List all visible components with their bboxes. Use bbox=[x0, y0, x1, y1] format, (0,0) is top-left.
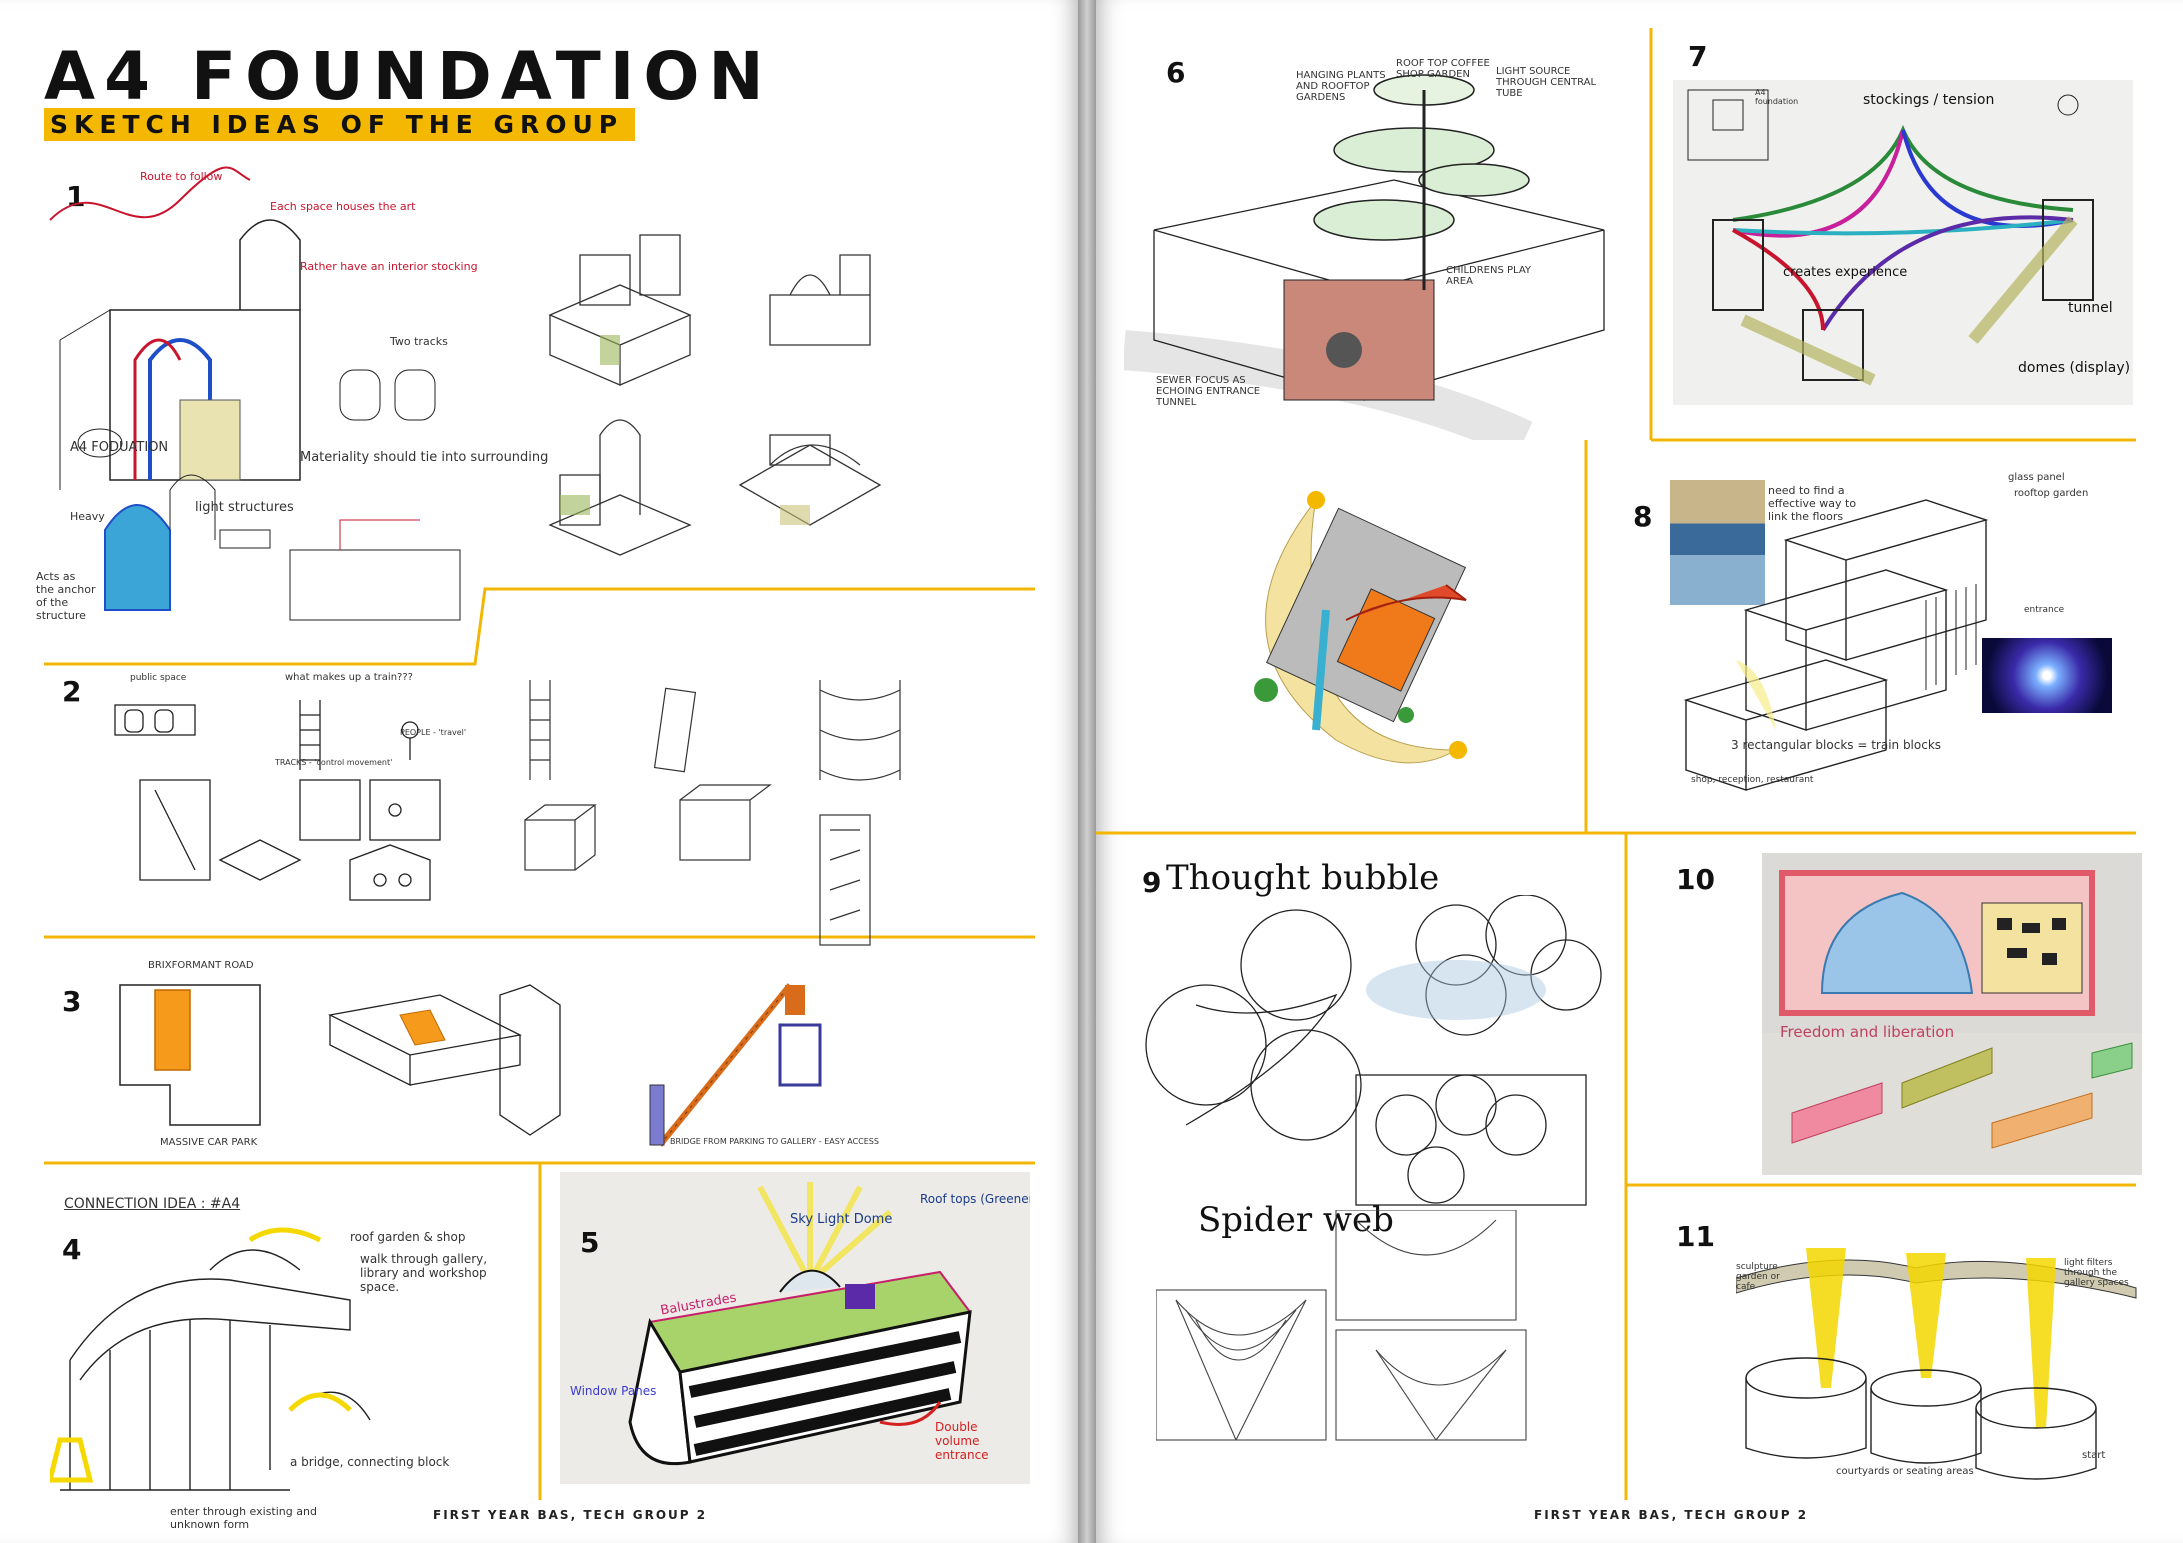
note-roof-tops: Roof tops (Greenery) bbox=[920, 1192, 1030, 1206]
book-gutter bbox=[1078, 0, 1096, 1543]
sketch-3-bridge bbox=[649, 983, 822, 1147]
note-double-volume: Double volume entrance bbox=[935, 1420, 989, 1462]
note-walk: walk through gallery, library and worksh… bbox=[360, 1252, 488, 1294]
panel-number-2: 2 bbox=[62, 675, 82, 708]
note-stockings: stockings / tension bbox=[1863, 92, 1995, 108]
note-light: light structures bbox=[195, 500, 294, 515]
right-dividers bbox=[1096, 28, 2136, 1500]
note-creates: creates experience bbox=[1783, 265, 1908, 280]
note-need: need to find a effective way to link the… bbox=[1768, 484, 1857, 523]
note-roof: roof garden & shop bbox=[350, 1230, 466, 1244]
sketch-1-main bbox=[49, 166, 461, 621]
note-skylight: Sky Light Dome bbox=[790, 1212, 893, 1227]
panel-number-4: 4 bbox=[62, 1233, 82, 1266]
note-hanging: HANGING PLANTS AND ROOFTOP GARDENS bbox=[1296, 70, 1386, 103]
panel-number-7: 7 bbox=[1688, 40, 1708, 73]
label-thought-bubble: Thought bubble bbox=[1166, 858, 1440, 898]
sketch-5-building bbox=[628, 1182, 972, 1466]
note-bridge-connect: a bridge, connecting block bbox=[290, 1455, 450, 1469]
panel-number-8: 8 bbox=[1633, 500, 1653, 533]
note-bridge: BRIDGE FROM PARKING TO GALLERY - EASY AC… bbox=[670, 1137, 879, 1146]
sketch-2-notes bbox=[524, 680, 901, 946]
sketch-11-cones bbox=[1736, 1248, 2137, 1480]
note-tunnel: tunnel bbox=[2068, 300, 2113, 316]
note-two-tracks: Two tracks bbox=[390, 335, 448, 348]
page-subtitle: SKETCH IDEAS OF THE GROUP bbox=[44, 108, 636, 141]
note-people: PEOPLE - 'travel' bbox=[400, 728, 467, 737]
note-freedom: Freedom and liberation bbox=[1780, 1023, 1955, 1041]
note-a4-foundation-7: A4 foundation bbox=[1755, 88, 1799, 106]
note-sewer: SEWER FOCUS AS ECHOING ENTRANCE TUNNEL bbox=[1156, 375, 1261, 408]
note-a4-foduation: A4 FODUATION bbox=[70, 440, 169, 455]
note-route: Route to follow bbox=[140, 170, 223, 183]
footer-right: FIRST YEAR BAS, TECH GROUP 2 bbox=[1534, 1508, 1809, 1522]
panel-number-5: 5 bbox=[580, 1226, 600, 1259]
panel-number-3: 3 bbox=[62, 985, 82, 1018]
note-courtyards: courtyards or seating areas bbox=[1836, 1466, 1974, 1477]
sketch-6-tower bbox=[1124, 74, 1605, 440]
sketch-7-tension bbox=[1687, 89, 2094, 386]
sketch-8-blocks bbox=[1683, 499, 1989, 791]
sketch-9-web bbox=[1156, 1210, 1527, 1441]
note-connection: CONNECTION IDEA : #A4 bbox=[64, 1196, 241, 1212]
note-entrance: entrance bbox=[2024, 605, 2065, 615]
note-start: start bbox=[2082, 1450, 2106, 1461]
photo-8-interior bbox=[1670, 480, 1765, 605]
left-page: A4 FOUNDATION SKETCH IDEAS OF THE GROUP … bbox=[0, 0, 1078, 1543]
note-rooftop-coffee: ROOF TOP COFFEE SHOP GARDEN bbox=[1396, 58, 1490, 80]
note-light-source: LIGHT SOURCE THROUGH CENTRAL TUBE bbox=[1496, 66, 1597, 99]
note-carpark: MASSIVE CAR PARK bbox=[160, 1137, 258, 1148]
note-material: Materiality should tie into surrounding bbox=[300, 450, 549, 465]
note-rooftop-garden: rooftop garden bbox=[2014, 488, 2089, 499]
label-spider-web: Spider web bbox=[1198, 1200, 1394, 1240]
panel-number-6: 6 bbox=[1166, 56, 1186, 89]
note-children: CHILDRENS PLAY AREA bbox=[1446, 265, 1531, 287]
note-heavy: Heavy bbox=[70, 510, 105, 523]
panel-number-9: 9 bbox=[1142, 866, 1162, 899]
sketch-4-building bbox=[50, 1227, 371, 1491]
panel-number-11: 11 bbox=[1676, 1220, 1715, 1253]
photo-8-tunnel bbox=[1982, 638, 2112, 713]
note-enter: enter through existing and unknown form bbox=[170, 1505, 317, 1531]
sketch-2-train bbox=[114, 700, 441, 901]
note-domes: domes (display) bbox=[2018, 360, 2131, 376]
photo-5: Sky Light Dome Roof tops (Greenery) Balu… bbox=[560, 1172, 1030, 1484]
note-3-blocks: 3 rectangular blocks = train blocks bbox=[1731, 738, 1942, 752]
footer-left: FIRST YEAR BAS, TECH GROUP 2 bbox=[433, 1508, 708, 1522]
note-light-filters: light filters through the gallery spaces bbox=[2064, 1258, 2129, 1288]
note-road: BRIXFORMANT ROAD bbox=[148, 960, 254, 971]
right-page: 6 HANGING PLANTS AND ROOFTOP GARDENS ROO… bbox=[1096, 0, 2183, 1543]
note-shop: shop, reception, restaurant bbox=[1691, 775, 1814, 785]
panel-number-10: 10 bbox=[1676, 863, 1715, 896]
sketch-3-site bbox=[119, 984, 561, 1136]
page-title: A4 FOUNDATION bbox=[44, 38, 773, 115]
sketch-10-drawing bbox=[1762, 870, 2142, 1175]
note-rather: Rather have an interior stocking bbox=[300, 260, 478, 273]
sketch-6-plan bbox=[1254, 491, 1467, 764]
note-acts: Acts as the anchor of the structure bbox=[36, 570, 96, 622]
photo-7: A4 foundation stockings / tension create… bbox=[1673, 80, 2133, 405]
sketch-1-isometrics bbox=[548, 234, 882, 556]
photo-10: Freedom and liberation bbox=[1762, 853, 2142, 1175]
note-what-makes: what makes up a train??? bbox=[285, 672, 413, 683]
note-sculpture: sculpture garden or cafe bbox=[1736, 1262, 1780, 1292]
note-window-panes: Window Panes bbox=[570, 1384, 657, 1398]
note-public-space: public space bbox=[130, 673, 187, 683]
note-tracks: TRACKS - 'control movement' bbox=[275, 758, 393, 767]
note-each-space: Each space houses the art bbox=[270, 200, 416, 213]
note-glass-panel: glass panel bbox=[2008, 472, 2065, 483]
sketch-9-bubbles bbox=[1145, 895, 1602, 1206]
